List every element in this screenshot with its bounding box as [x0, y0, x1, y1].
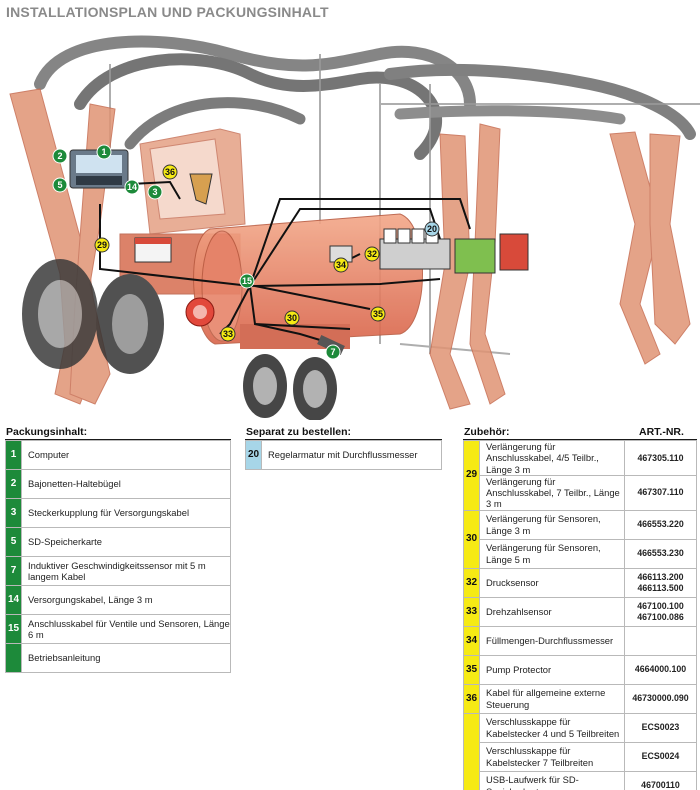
boom-hoses — [34, 35, 696, 160]
svg-text:30: 30 — [287, 313, 297, 323]
svg-text:20: 20 — [427, 224, 437, 234]
computer-unit — [69, 149, 129, 189]
table-row: 36 Kabel für allgemeine externe Steuerun… — [463, 683, 697, 714]
svg-text:32: 32 — [367, 249, 377, 259]
table-row: Verlängerung für Sensoren, Länge 5 m 466… — [464, 538, 697, 569]
callout-30: 30 — [284, 310, 300, 326]
separate-order-title: Separat zu bestellen: — [246, 426, 352, 438]
table-row: 29 Verlängerung für Anschlusskabel, 4/5 … — [463, 440, 697, 511]
accessories-title: Zubehör: — [464, 426, 510, 438]
svg-text:36: 36 — [165, 167, 175, 177]
svg-text:14: 14 — [127, 182, 137, 192]
svg-text:15: 15 — [242, 276, 252, 286]
callout-20: 20 — [424, 221, 440, 237]
svg-text:2: 2 — [57, 151, 62, 161]
accessories-table: 29 Verlängerung für Anschlusskabel, 4/5 … — [463, 440, 697, 790]
callout-36: 36 — [162, 164, 178, 180]
callout-7: 7 — [325, 344, 341, 360]
installation-diagram: 1 2 3 5 14 36 29 20 32 34 15 30 35 33 7 — [9, 35, 700, 420]
callout-5: 5 — [52, 177, 68, 193]
callout-2: 2 — [52, 148, 68, 164]
boom-frame — [109, 54, 700, 355]
svg-text:35: 35 — [373, 309, 383, 319]
callout-14: 14 — [124, 179, 140, 195]
table-row: 30 Verlängerung für Sensoren, Länge 3 m … — [463, 509, 697, 569]
table-row: 33 Drehzahlsensor 467100.100 467100.086 — [463, 596, 697, 627]
page-title: INSTALLATIONSPLAN UND PACKUNGSINHALT — [6, 4, 329, 20]
svg-text:1: 1 — [101, 147, 106, 157]
table-row: Verlängerung für Anschlusskabel, 7 Teilb… — [464, 474, 697, 511]
callout-markers: 1 2 3 5 14 36 29 20 32 34 15 30 35 33 7 — [52, 144, 440, 360]
table-row: Verschlusskappe für Kabelstecker 4 und 5… — [463, 712, 697, 790]
table-row: Verschlusskappe für Kabelstecker 7 Teilb… — [464, 741, 697, 772]
table-row: USB-Laufwerk für SD-Speicherkarten 46700… — [464, 770, 697, 790]
svg-text:5: 5 — [57, 180, 62, 190]
separate-header-rule — [245, 439, 442, 440]
table-row: 32 Drucksensor 466113.200 466113.500 — [463, 567, 697, 598]
svg-text:3: 3 — [152, 187, 157, 197]
callout-1: 1 — [96, 144, 112, 160]
callout-29: 29 — [94, 237, 110, 253]
table-row: Betriebsanleitung — [5, 643, 231, 673]
callout-33: 33 — [220, 326, 236, 342]
svg-text:7: 7 — [330, 347, 335, 357]
callout-35: 35 — [370, 306, 386, 322]
svg-text:33: 33 — [223, 329, 233, 339]
callout-34: 34 — [333, 257, 349, 273]
package-contents-title: Packungsinhalt: — [6, 426, 88, 438]
article-number-header: ART.-NR. — [639, 426, 684, 438]
table-row: 35 Pump Protector 4664000.100 — [463, 654, 697, 685]
svg-text:34: 34 — [336, 260, 346, 270]
accessories-header-rule — [463, 439, 697, 440]
svg-text:29: 29 — [97, 240, 107, 250]
battery — [134, 237, 172, 263]
table-row: 34 Füllmengen-Durchflussmesser — [463, 625, 697, 656]
callout-3: 3 — [147, 184, 163, 200]
callout-15: 15 — [239, 273, 255, 289]
callout-32: 32 — [364, 246, 380, 262]
package-header-rule — [5, 439, 231, 440]
